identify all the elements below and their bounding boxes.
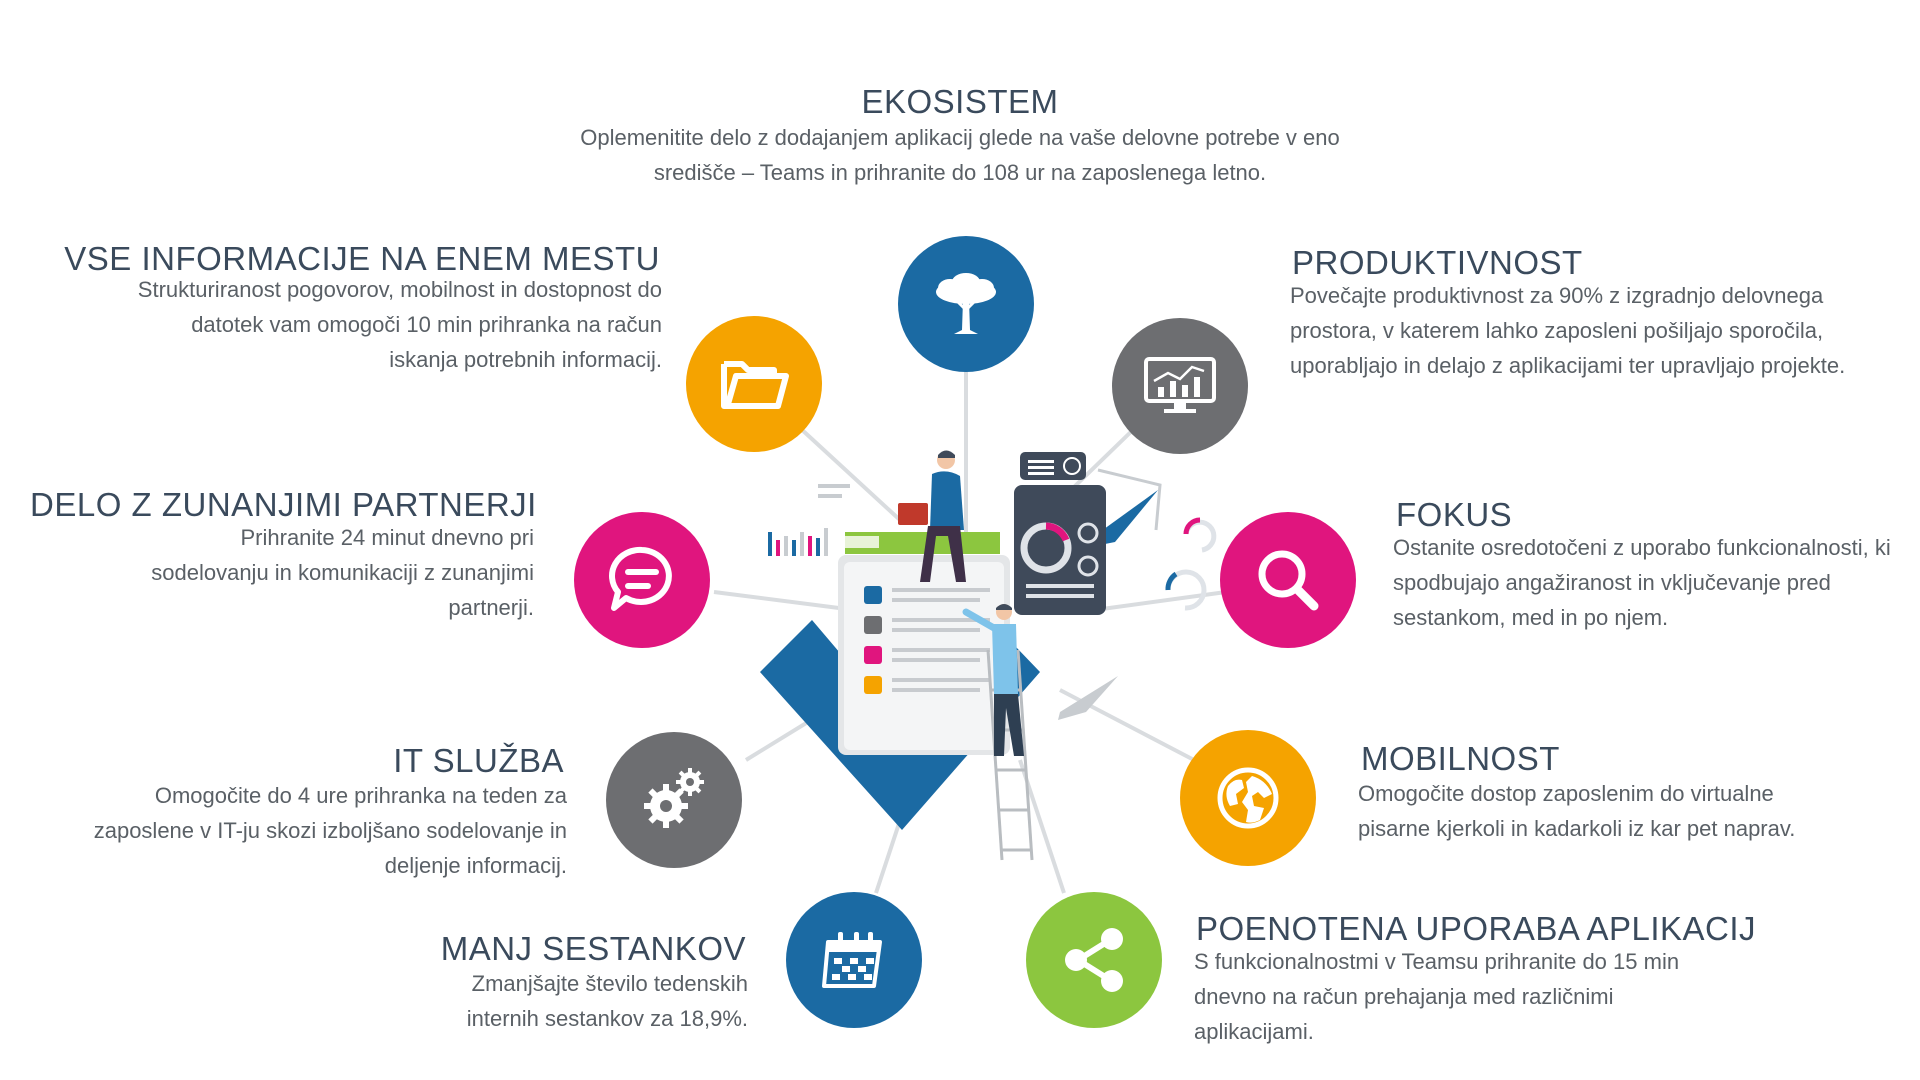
mini-bar-chart <box>768 528 828 556</box>
sestanki-circle <box>786 892 922 1028</box>
sestanki-description: Zmanjšajte število tedenskih internih se… <box>466 971 748 1031</box>
central-illustration <box>760 450 1217 861</box>
share-icon <box>1065 928 1123 992</box>
tree-icon <box>936 273 996 334</box>
ekosistem-description: Oplemenitite delo z dodajanjem aplikacij… <box>580 125 1340 185</box>
mobilnost-description: Omogočite dostop zaposlenim do virtualne… <box>1358 781 1796 841</box>
fokus-description: Ostanite osredotočeni z uporabo funkcion… <box>1393 535 1891 630</box>
aplikacije-circle <box>1026 892 1162 1028</box>
it-title: IT SLUŽBA <box>393 742 564 779</box>
vse-informacije-description: Strukturiranost pogovorov, mobilnost in … <box>137 277 662 372</box>
sitting-person-figure <box>898 450 966 582</box>
produktivnost-circle <box>1112 318 1248 454</box>
aplikacije-description: S funkcionalnostmi v Teamsu prihranite d… <box>1194 949 1680 1044</box>
partnerji-description: Prihranite 24 minut dnevno pri sodelovan… <box>151 525 534 620</box>
ekosistem-circle <box>898 236 1034 372</box>
connector-lines <box>713 325 1227 894</box>
paper-plane-icon <box>1058 676 1118 720</box>
partnerji-title: DELO Z ZUNANJIMI PARTNERJI <box>30 486 537 523</box>
it-circle <box>606 732 742 868</box>
aplikacije-title: POENOTENA UPORABA APLIKACIJ <box>1196 910 1757 947</box>
ekosistem-title: EKOSISTEM <box>861 83 1059 120</box>
mobilnost-circle <box>1180 730 1316 866</box>
dashboard-card <box>1014 485 1106 615</box>
vse-informacije-title: VSE INFORMACIJE NA ENEM MESTU <box>64 240 660 277</box>
globe-icon <box>1217 767 1279 829</box>
produktivnost-title: PRODUKTIVNOST <box>1292 244 1583 281</box>
fokus-circle <box>1220 512 1356 648</box>
it-description: Omogočite do 4 ure prihranka na teden za… <box>93 783 567 878</box>
gears-icon <box>644 768 704 828</box>
standing-person-figure <box>962 604 1024 756</box>
chat-bubble-icon <box>609 546 672 611</box>
produktivnost-description: Povečajte produktivnost za 90% z izgradn… <box>1290 283 1846 378</box>
vse-informacije-circle <box>686 316 822 452</box>
fokus-title: FOKUS <box>1396 496 1513 533</box>
sestanki-title: MANJ SESTANKOV <box>440 930 746 967</box>
calendar-icon <box>822 932 882 988</box>
magnifier-icon <box>1258 550 1319 611</box>
folder-icon <box>721 361 789 409</box>
partnerji-circle <box>574 512 710 648</box>
monitor-chart-icon <box>1144 357 1216 413</box>
mobilnost-title: MOBILNOST <box>1361 740 1560 777</box>
